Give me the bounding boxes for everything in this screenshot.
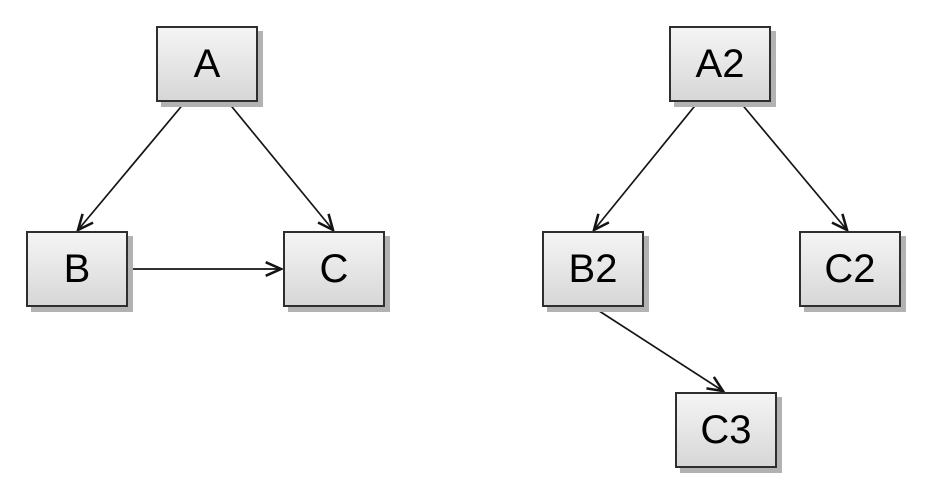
node-C3-label: C3	[700, 408, 752, 452]
node-A-label: A	[193, 42, 221, 86]
node-B[interactable]: B	[26, 231, 128, 307]
node-A[interactable]: A	[156, 26, 258, 102]
edge-A2-to-C2-arrow	[739, 101, 850, 233]
edge-A2-to-B2-arrow	[592, 101, 699, 233]
edge-A-to-B-arrow	[75, 101, 186, 233]
edge-A-to-C-arrow	[227, 101, 335, 233]
node-C-label: C	[319, 247, 349, 291]
node-C2-label: C2	[824, 247, 876, 291]
edge-B2-to-C3-arrow	[592, 306, 726, 393]
node-A2-label: A2	[695, 42, 745, 86]
node-C3[interactable]: C3	[675, 392, 777, 468]
node-C[interactable]: C	[283, 231, 385, 307]
node-A2[interactable]: A2	[669, 26, 771, 102]
node-B-label: B	[63, 247, 91, 291]
node-B2[interactable]: B2	[542, 231, 644, 307]
node-C2[interactable]: C2	[799, 231, 901, 307]
node-B2-label: B2	[568, 247, 618, 291]
